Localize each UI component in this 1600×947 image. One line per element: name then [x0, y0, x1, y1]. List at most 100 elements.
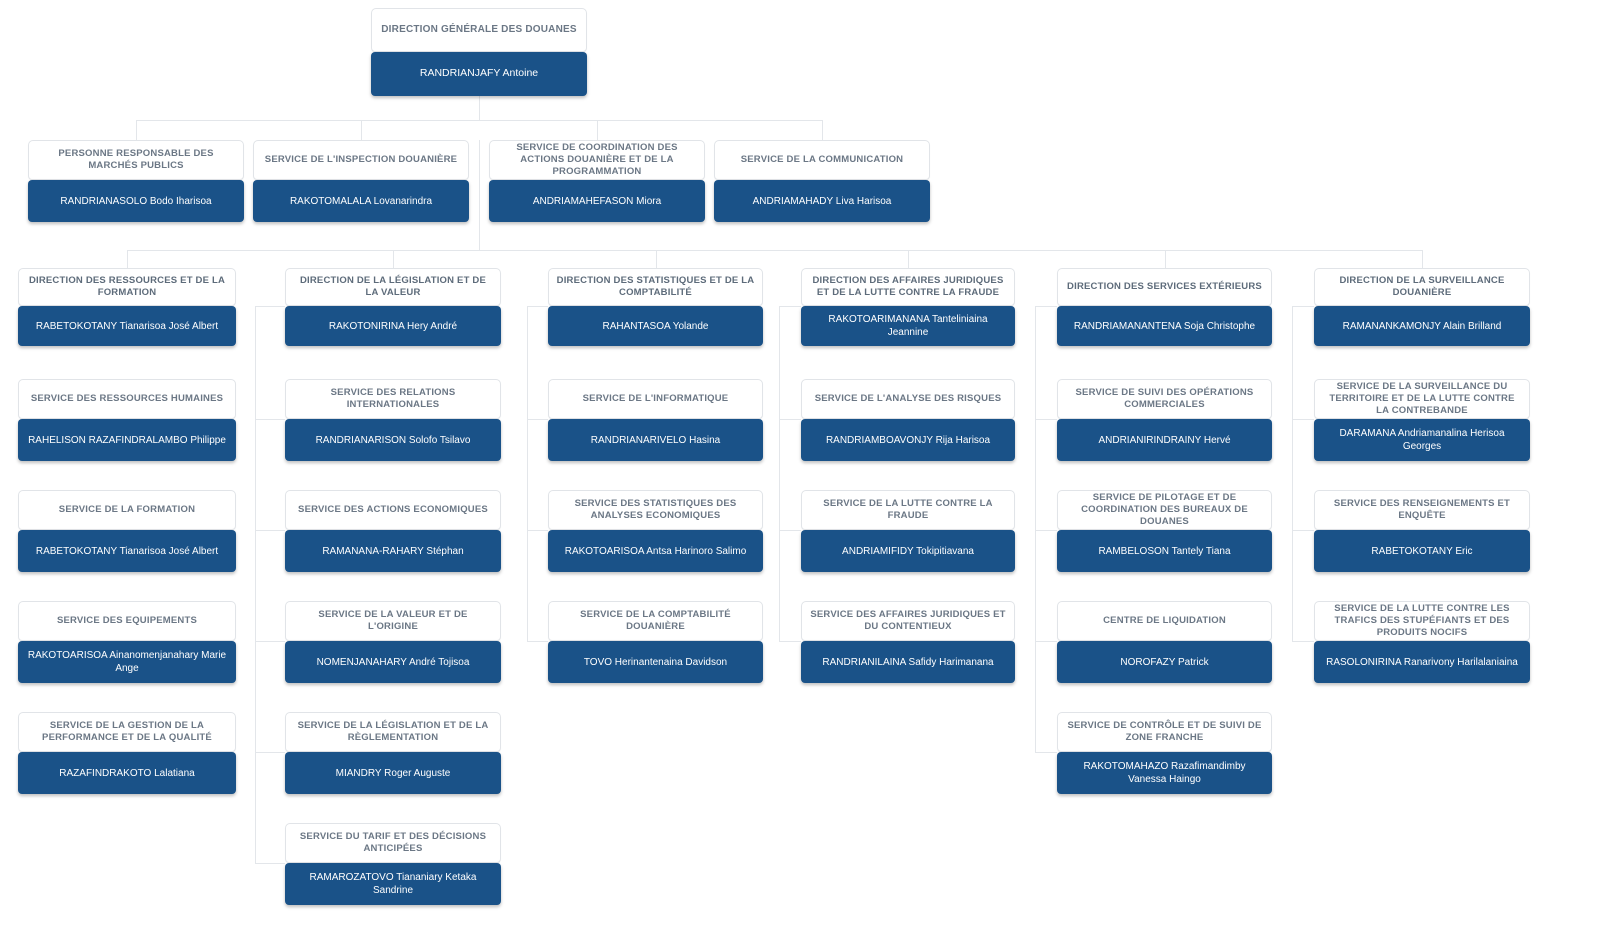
connector-line	[1035, 641, 1057, 642]
service-node-2-2-person: TOVO Herinantenaina Davidson	[548, 641, 763, 683]
connector-line	[127, 250, 1422, 251]
service-node-1-2-person: NOMENJANAHARY André Tojisoa	[285, 641, 501, 683]
direction-node-1-title: DIRECTION DE LA LÉGISLATION ET DE LA VAL…	[285, 268, 501, 306]
service-node-4-1[interactable]: SERVICE DE PILOTAGE ET DE COORDINATION D…	[1057, 490, 1272, 572]
staff-node-3-title: SERVICE DE LA COMMUNICATION	[714, 140, 930, 180]
service-node-1-3[interactable]: SERVICE DE LA LÉGISLATION ET DE LA RÈGLE…	[285, 712, 501, 794]
direction-node-4-title: DIRECTION DES SERVICES EXTÉRIEURS	[1057, 268, 1272, 306]
service-node-5-0-person: DARAMANA Andriamanalina Herisoa Georges	[1314, 419, 1530, 461]
connector-line	[255, 419, 285, 420]
connector-line	[655, 250, 657, 268]
direction-node-0-title: DIRECTION DES RESSOURCES ET DE LA FORMAT…	[18, 268, 236, 306]
connector-line	[779, 306, 780, 641]
service-node-3-2-person: RANDRIANILAINA Safidy Harimanana	[801, 641, 1015, 683]
service-node-1-2-title: SERVICE DE LA VALEUR ET DE L'ORIGINE	[285, 601, 501, 641]
connector-line	[255, 863, 285, 864]
service-node-0-2-title: SERVICE DES EQUIPEMENTS	[18, 601, 236, 641]
connector-line	[1292, 641, 1314, 642]
staff-node-2-person: ANDRIAMAHEFASON Miora	[489, 180, 705, 222]
service-node-2-1[interactable]: SERVICE DES STATISTIQUES DES ANALYSES EC…	[548, 490, 763, 572]
service-node-1-4[interactable]: SERVICE DU TARIF ET DES DÉCISIONS ANTICI…	[285, 823, 501, 905]
staff-node-2[interactable]: SERVICE DE COORDINATION DES ACTIONS DOUA…	[489, 140, 705, 222]
connector-line	[479, 140, 480, 250]
connector-line	[136, 120, 822, 121]
service-node-1-1-person: RAMANANA-RAHARY Stéphan	[285, 530, 501, 572]
service-node-0-3[interactable]: SERVICE DE LA GESTION DE LA PERFORMANCE …	[18, 712, 236, 794]
connector-line	[779, 530, 801, 531]
connector-line	[255, 641, 285, 642]
connector-line	[255, 306, 256, 863]
service-node-4-1-title: SERVICE DE PILOTAGE ET DE COORDINATION D…	[1057, 490, 1272, 530]
connector-line	[779, 306, 801, 307]
service-node-2-0-person: RANDRIANARIVELO Hasina	[548, 419, 763, 461]
service-node-2-1-title: SERVICE DES STATISTIQUES DES ANALYSES EC…	[548, 490, 763, 530]
root-node-title: DIRECTION GÉNÉRALE DES DOUANES	[371, 8, 587, 52]
connector-line	[393, 250, 394, 268]
connector-line	[1035, 306, 1057, 307]
direction-node-1-person: RAKOTONIRINA Hery André	[285, 306, 501, 346]
service-node-1-1-title: SERVICE DES ACTIONS ECONOMIQUES	[285, 490, 501, 530]
connector-line	[1292, 419, 1314, 420]
service-node-5-2[interactable]: SERVICE DE LA LUTTE CONTRE LES TRAFICS D…	[1314, 601, 1530, 683]
connector-line	[908, 250, 909, 268]
service-node-1-3-title: SERVICE DE LA LÉGISLATION ET DE LA RÈGLE…	[285, 712, 501, 752]
service-node-4-0[interactable]: SERVICE DE SUIVI DES OPÉRATIONS COMMERCI…	[1057, 379, 1272, 461]
service-node-2-2-title: SERVICE DE LA COMPTABILITÉ DOUANIÈRE	[548, 601, 763, 641]
connector-line	[527, 306, 548, 307]
connector-line	[527, 641, 548, 642]
connector-line	[1422, 250, 1423, 268]
connector-line	[527, 419, 548, 420]
connector-line	[527, 306, 528, 641]
direction-node-3[interactable]: DIRECTION DES AFFAIRES JURIDIQUES ET DE …	[801, 268, 1015, 346]
connector-line	[1164, 250, 1166, 268]
connector-line	[527, 530, 548, 531]
service-node-4-2-person: NOROFAZY Patrick	[1057, 641, 1272, 683]
service-node-3-2[interactable]: SERVICE DES AFFAIRES JURIDIQUES ET DU CO…	[801, 601, 1015, 683]
connector-line	[127, 250, 128, 268]
connector-line	[255, 752, 285, 753]
staff-node-0-title: PERSONNE RESPONSABLE DES MARCHÉS PUBLICS	[28, 140, 244, 180]
connector-line	[255, 306, 285, 307]
connector-line	[822, 120, 823, 140]
staff-node-0[interactable]: PERSONNE RESPONSABLE DES MARCHÉS PUBLICS…	[28, 140, 244, 222]
service-node-4-3-person: RAKOTOMAHAZO Razafimandimby Vanessa Hain…	[1057, 752, 1272, 794]
service-node-4-1-person: RAMBELOSON Tantely Tiana	[1057, 530, 1272, 572]
service-node-5-0[interactable]: SERVICE DE LA SURVEILLANCE DU TERRITOIRE…	[1314, 379, 1530, 461]
direction-node-1[interactable]: DIRECTION DE LA LÉGISLATION ET DE LA VAL…	[285, 268, 501, 346]
service-node-3-1-title: SERVICE DE LA LUTTE CONTRE LA FRAUDE	[801, 490, 1015, 530]
direction-node-2[interactable]: DIRECTION DES STATISTIQUES ET DE LA COMP…	[548, 268, 763, 346]
connector-line	[779, 419, 801, 420]
root-node-person: RANDRIANJAFY Antoine	[371, 52, 587, 96]
service-node-5-2-person: RASOLONIRINA Ranarivony Harilalaniaina	[1314, 641, 1530, 683]
service-node-3-1-person: ANDRIAMIFIDY Tokipitiavana	[801, 530, 1015, 572]
connector-line	[361, 120, 362, 140]
service-node-2-0-title: SERVICE DE L'INFORMATIQUE	[548, 379, 763, 419]
connector-line	[1035, 530, 1057, 531]
connector-line	[479, 96, 480, 120]
service-node-0-0-person: RAHELISON RAZAFINDRALAMBO Philippe	[18, 419, 236, 461]
connector-line	[136, 120, 137, 140]
direction-node-3-title: DIRECTION DES AFFAIRES JURIDIQUES ET DE …	[801, 268, 1015, 306]
staff-node-2-title: SERVICE DE COORDINATION DES ACTIONS DOUA…	[489, 140, 705, 180]
service-node-4-3[interactable]: SERVICE DE CONTRÔLE ET DE SUIVI DE ZONE …	[1057, 712, 1272, 794]
service-node-1-4-person: RAMAROZATOVO Tiananiary Ketaka Sandrine	[285, 863, 501, 905]
service-node-3-0-person: RANDRIAMBOAVONJY Rija Harisoa	[801, 419, 1015, 461]
direction-node-0[interactable]: DIRECTION DES RESSOURCES ET DE LA FORMAT…	[18, 268, 236, 346]
